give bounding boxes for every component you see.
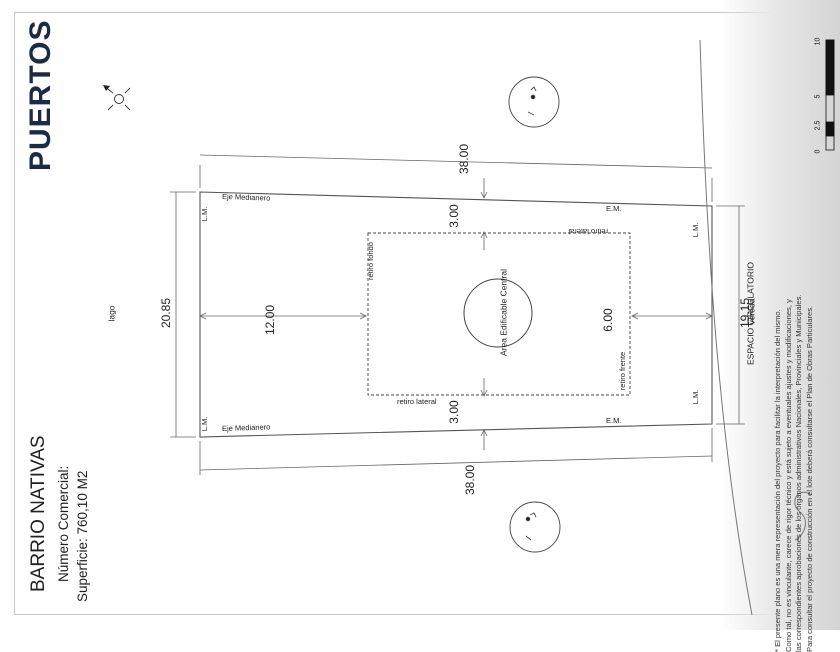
- plan-sheet: PUERTOS BARRIO NATIVAS Número Comercial:…: [14, 0, 840, 652]
- disclaimer-line-4: Para consultar el proyecto de construcci…: [804, 305, 814, 652]
- lago-label: lago: [106, 305, 117, 322]
- scale-tick-2-5: 2.5: [814, 120, 822, 131]
- dim-retiro-lateral-bottom: [480, 378, 488, 450]
- area-edificable-label: Area Edificable Central: [498, 269, 509, 356]
- superficie: Superficie: 760,10 M2: [75, 470, 90, 602]
- retiro-lateral-top-label: retiro lateral: [568, 227, 608, 236]
- scan-edge-shadow: [720, 0, 840, 630]
- lm-bottom-right: L.M.: [691, 389, 700, 405]
- dim-retiro-fondo: [199, 312, 367, 320]
- disclaimer-line-1: * El presente plano es una mera represen…: [773, 309, 782, 652]
- eje-medianero-bottom: Eje Medianero: [221, 422, 271, 434]
- dim-retiro-lateral-bottom-label: 3.00: [447, 400, 461, 424]
- brand-logo: PUERTOS: [24, 19, 57, 171]
- em-top: E.M.: [606, 204, 622, 213]
- plan-drawing: [103, 39, 835, 616]
- north-arrow-icon: [103, 85, 131, 111]
- barrio-title: BARRIO NATIVAS: [28, 435, 49, 592]
- dim-top: [199, 154, 713, 202]
- espacio-circulatorio-label: ESPACIO CIRCULATORIO: [745, 262, 756, 365]
- lot-boundary: [199, 191, 713, 438]
- eje-medianero-top: Eje Medianero: [221, 191, 271, 203]
- street-curve: [699, 39, 753, 616]
- dim-retiro-lateral-top-label: 3.00: [447, 204, 461, 228]
- disclaimer: * El presente plano es una mera represen…: [773, 232, 817, 652]
- street-mark: [794, 491, 813, 541]
- dim-retiro-frente: [631, 312, 713, 320]
- center-circle: [463, 278, 533, 348]
- dim-retiro-frente-label: 6.00: [601, 308, 615, 332]
- dim-bottom: [199, 428, 713, 475]
- buildable-area: [367, 232, 631, 396]
- disclaimer-line-2: Como tal, no es vinculante, carece de ri…: [783, 299, 793, 652]
- scale-bar: [825, 39, 835, 151]
- dim-left: [170, 191, 196, 438]
- scale-tick-0: 0: [814, 149, 822, 154]
- scale-tick-10: 10: [814, 37, 822, 46]
- dim-retiro-lateral-top: [480, 178, 488, 250]
- tree-icon: [509, 501, 561, 553]
- lm-top-right: L.M.: [691, 222, 700, 238]
- tree-icon: [508, 76, 560, 128]
- retiro-lateral-bottom-label: retiro lateral: [397, 397, 437, 406]
- em-bottom: E.M.: [606, 416, 622, 425]
- retiro-fondo-label: retiro fondo: [366, 242, 375, 280]
- dim-bottom-label: 38.00: [463, 464, 477, 496]
- dim-left-label: 20.85: [159, 297, 173, 329]
- retiro-frente-label: retiro frente: [618, 351, 627, 391]
- numero-comercial: Número Comercial:: [56, 465, 71, 582]
- disclaimer-line-3: las correspondientes aprobaciones de los…: [794, 294, 803, 652]
- dim-retiro-fondo-label: 12.00: [263, 304, 277, 336]
- dim-right: [716, 205, 745, 425]
- lm-bottom-left: L.M.: [200, 416, 209, 432]
- scale-tick-5: 5: [814, 94, 822, 99]
- lm-top-left: L.M.: [200, 206, 209, 222]
- dim-top-label: 38.00: [457, 143, 471, 175]
